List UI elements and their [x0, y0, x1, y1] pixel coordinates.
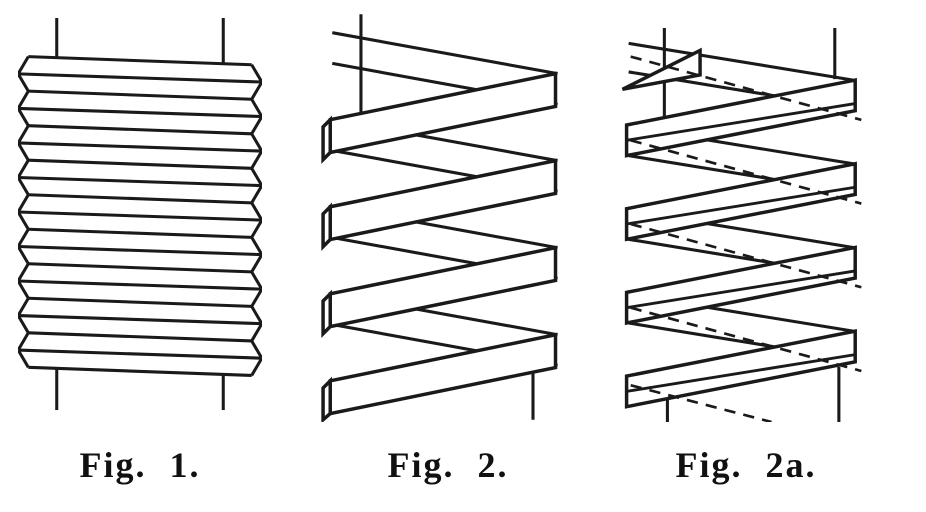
fig-1-stems — [55, 18, 225, 410]
fig-2a-hidden-dashed-lines — [630, 55, 862, 422]
fig-1-left-thread-edge — [18, 55, 31, 369]
figure-1: Fig. 1. — [18, 0, 262, 512]
fig-2-drawing — [321, 14, 558, 422]
fig-2-rear-helix-lines — [332, 31, 558, 367]
fig-1-thread-root-lines — [18, 72, 262, 360]
fig-2a-front-bands — [621, 47, 857, 409]
fig-2a-drawing — [621, 28, 862, 422]
fig-2a-caption: Fig. 2a. — [675, 445, 817, 485]
figure-2a: Fig. 2a. — [618, 0, 874, 512]
fig-2a-linework — [621, 28, 862, 422]
fig-2a-rear-helix-lines — [628, 41, 854, 362]
fig-1-thread-crest-lines — [28, 55, 252, 377]
fig-2a-band-division-lines — [626, 102, 856, 393]
fig-2-caption: Fig. 2. — [387, 445, 509, 485]
figure-2: Fig. 2. — [320, 0, 576, 512]
fig-1-caption: Fig. 1. — [79, 445, 201, 485]
fig-1-linework — [18, 18, 262, 410]
fig-2-linework — [321, 14, 558, 422]
fig-2-front-bands — [321, 71, 558, 422]
fig-1-drawing — [18, 18, 262, 410]
